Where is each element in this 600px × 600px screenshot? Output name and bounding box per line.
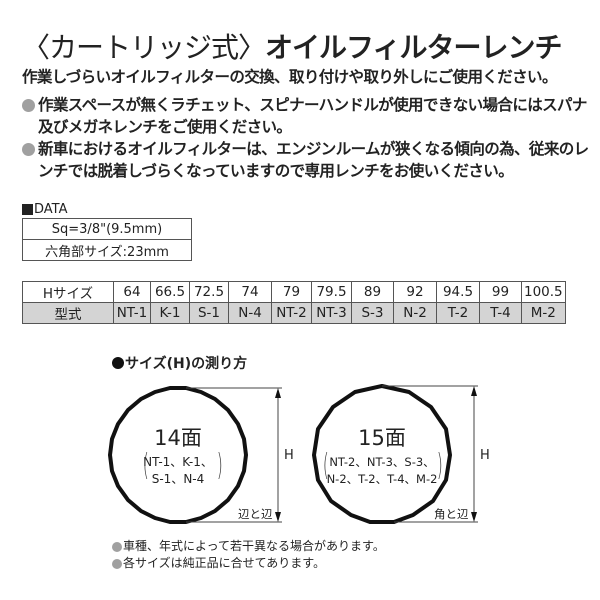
spec-table: Sq=3/8"(9.5mm) 六角部サイズ:23mm <box>22 218 192 261</box>
h-size-cell: 79 <box>271 281 312 303</box>
bullet-dot-icon <box>22 99 35 112</box>
left-measure-note: 辺と辺 <box>238 507 273 521</box>
right-paren-open: ( <box>322 448 329 483</box>
face-count: 15面 <box>358 426 406 450</box>
model-cell: NT-1 <box>113 302 151 324</box>
table-row-h-size: Hサイズ 64 66.5 72.5 74 79 79.5 89 92 94.5 … <box>22 281 566 303</box>
bullet-dot-icon <box>22 143 35 156</box>
bullet-text: 新車におけるオイルフィルターは、エンジンルームが狭くなる傾向の為、従来のレンチで… <box>38 140 589 180</box>
footnote-item: 各サイズは純正品に合せてあります。 <box>112 555 385 572</box>
h-size-cell: 100.5 <box>521 281 566 303</box>
model-list-line: S-1、N-4 <box>151 472 205 486</box>
right-paren-close: ) <box>436 448 443 483</box>
right-shape-label: 15面 NT-2、NT-3、S-3、 N-2、T-2、T-4、M-2 <box>318 422 446 488</box>
h-size-cell: 74 <box>228 281 272 303</box>
table-row-model: 型式 NT-1 K-1 S-1 N-4 NT-2 NT-3 S-3 N-2 T-… <box>22 302 566 324</box>
face-count: 14面 <box>154 426 202 450</box>
model-cell: M-2 <box>521 302 566 324</box>
footnote-text: 車種、年式によって若干異なる場合があります。 <box>123 539 385 553</box>
h-size-cell: 72.5 <box>189 281 229 303</box>
spec-hex-size: 六角部サイズ:23mm <box>22 239 192 261</box>
model-list-line: NT-1、K-1、 <box>143 455 213 469</box>
footnote-text: 各サイズは純正品に合せてあります。 <box>123 556 326 570</box>
data-heading: DATA <box>22 202 68 217</box>
bullet-text: 作業スペースが無くラチェット、スピナーハンドルが使用できない場合にはスパナ及びメ… <box>38 96 587 136</box>
h-size-cell: 92 <box>393 281 437 303</box>
h-size-cell: 79.5 <box>311 281 352 303</box>
data-heading-label: DATA <box>34 202 68 217</box>
row-header: 型式 <box>22 302 114 324</box>
pentadecagon-icon <box>312 384 452 524</box>
feature-bullets: 作業スペースが無くラチェット、スピナーハンドルが使用できない場合にはスパナ及びメ… <box>22 94 592 182</box>
model-cell: K-1 <box>150 302 190 324</box>
right-measure-note: 角と辺 <box>434 507 469 521</box>
footnotes: 車種、年式によって若干異なる場合があります。 各サイズは純正品に合せてあります。 <box>112 538 385 572</box>
h-size-cell: 89 <box>351 281 394 303</box>
model-cell: T-2 <box>436 302 480 324</box>
h-size-cell: 94.5 <box>436 281 480 303</box>
model-cell: S-1 <box>189 302 229 324</box>
bullet-dot-icon <box>112 541 122 552</box>
subtitle: 作業しづらいオイルフィルターの交換、取り付けや取り外しにご使用ください。 <box>22 68 557 86</box>
black-dot-icon <box>112 357 124 369</box>
model-cell: NT-3 <box>311 302 352 324</box>
square-icon <box>22 204 33 215</box>
left-shape-label: 14面 NT-1、K-1、 S-1、N-4 <box>128 422 228 488</box>
title-prefix: 〈カートリッジ式〉 <box>22 31 266 64</box>
diagram-title: サイズ(H)の測り方 <box>112 353 247 373</box>
model-list: NT-2、NT-3、S-3、 N-2、T-2、T-4、M-2 <box>318 454 446 488</box>
left-paren-close: ) <box>216 448 223 483</box>
model-cell: N-4 <box>228 302 272 324</box>
bullet-item: 新車におけるオイルフィルターは、エンジンルームが狭くなる傾向の為、従来のレンチで… <box>22 138 592 182</box>
title-main: オイルフィルターレンチ <box>265 31 562 64</box>
page-title: 〈カートリッジ式〉オイルフィルターレンチ <box>22 26 562 66</box>
model-cell: NT-2 <box>271 302 312 324</box>
right-dimension-h: H <box>480 448 490 463</box>
bullet-dot-icon <box>112 558 122 569</box>
row-header: Hサイズ <box>22 281 114 303</box>
model-list-line: NT-2、NT-3、S-3、 <box>329 455 435 469</box>
footnote-item: 車種、年式によって若干異なる場合があります。 <box>112 538 385 555</box>
bullet-item: 作業スペースが無くラチェット、スピナーハンドルが使用できない場合にはスパナ及びメ… <box>22 94 592 138</box>
left-dimension-h: H <box>284 448 294 463</box>
size-table: Hサイズ 64 66.5 72.5 74 79 79.5 89 92 94.5 … <box>22 281 566 324</box>
h-size-cell: 99 <box>479 281 522 303</box>
diagram-title-label: サイズ(H)の測り方 <box>125 356 248 372</box>
model-list-line: N-2、T-2、T-4、M-2 <box>326 472 438 486</box>
model-cell: T-4 <box>479 302 522 324</box>
h-size-cell: 64 <box>113 281 151 303</box>
spec-sq: Sq=3/8"(9.5mm) <box>22 218 192 240</box>
model-list: NT-1、K-1、 S-1、N-4 <box>128 454 228 488</box>
left-paren-open: ( <box>142 448 149 483</box>
